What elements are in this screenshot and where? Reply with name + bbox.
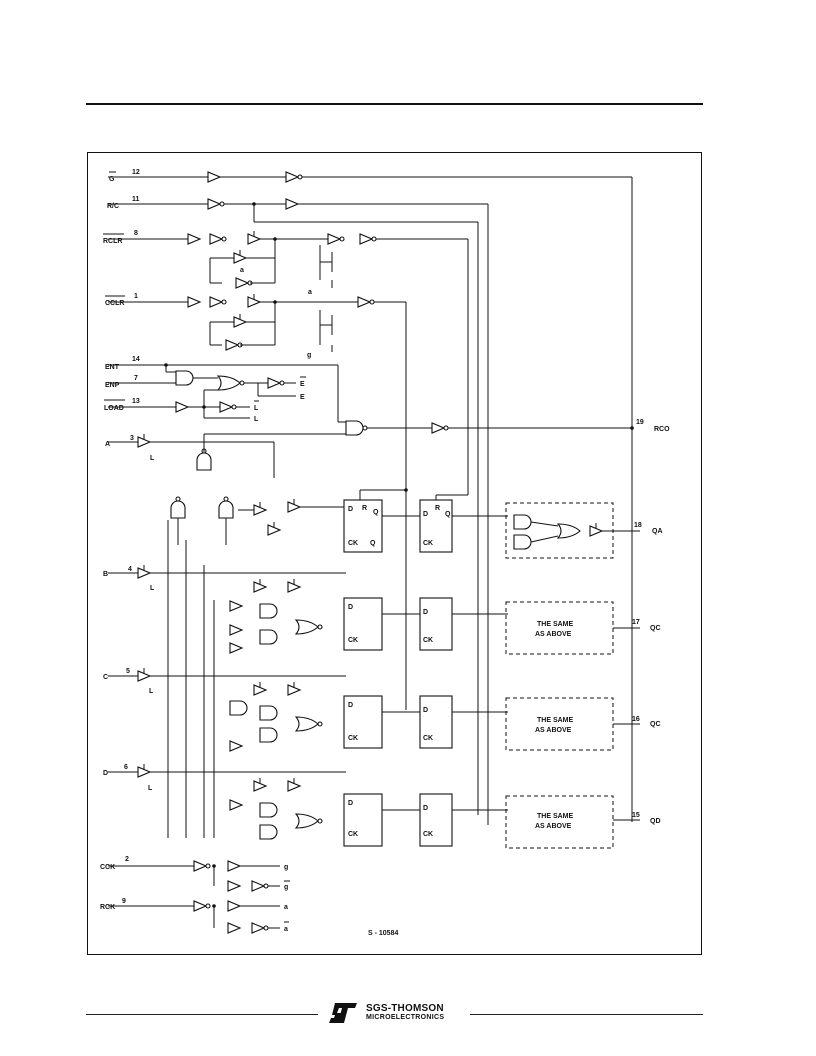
header-rule (86, 103, 703, 105)
ff-d1-d: D (348, 800, 353, 807)
same-c-line2: AS ABOVE (535, 727, 572, 734)
pin-name-cck: CCK (100, 864, 115, 871)
flip-flops (343, 489, 508, 847)
pin-num-a: 3 (130, 435, 134, 442)
same-b-line2: AS ABOVE (535, 631, 572, 638)
ff-b2-d: D (423, 609, 428, 616)
pin-num-rck: 9 (122, 898, 126, 905)
sig-a-rclr: a (240, 267, 244, 274)
sig-a-out: a (284, 904, 288, 911)
ff-d2-d: D (423, 805, 428, 812)
st-logo-icon (329, 1003, 357, 1023)
sig-e-label: E (300, 394, 305, 401)
brand-name: SGS-THOMSON (366, 1003, 444, 1014)
ff-a1-q: Q (373, 509, 379, 516)
ff-a2-ck: CK (423, 540, 433, 547)
sig-l-d: L (148, 785, 153, 792)
pin-name-enp: ENP (105, 382, 120, 389)
pin-num-rc: 11 (132, 196, 140, 203)
pin-name-c: C (103, 674, 108, 681)
sig-a-bar-out: a (284, 926, 288, 933)
pin-name-d: D (103, 770, 108, 777)
ff-c1-d: D (348, 702, 353, 709)
pin-rc-row (108, 198, 489, 825)
ff-b1-d: D (348, 604, 353, 611)
pin-num-rclr: 8 (134, 230, 138, 237)
pin-name-load: LOAD (104, 405, 124, 412)
same-d-line2: AS ABOVE (535, 823, 572, 830)
pin-name-a: A (105, 441, 110, 448)
junction-dots (164, 202, 634, 908)
clock-logic (108, 860, 280, 934)
ff-a1-d: D (348, 506, 353, 513)
sig-g-cclr: g (307, 352, 311, 359)
footer-rule-left (86, 1014, 318, 1015)
bit-slices-bcd (108, 520, 346, 840)
sig-l-bar-label: L (254, 405, 259, 412)
pin-num-c: 5 (126, 668, 130, 675)
ff-d2-ck: CK (423, 831, 433, 838)
sig-l-c: L (149, 688, 154, 695)
ff-c2-ck: CK (423, 735, 433, 742)
pin-num-d: 6 (124, 764, 128, 771)
pin-num-qa: 18 (634, 522, 642, 529)
pin-name-qd: QD (650, 818, 661, 825)
sig-g-bar-out: g (284, 884, 288, 891)
ff-d1-ck: CK (348, 831, 358, 838)
pin-name-rck: RCK (100, 904, 115, 911)
sig-e-bar-label: E (300, 381, 305, 388)
ff-a1-qbar: Q (370, 540, 376, 547)
same-c-line1: THE SAME (537, 717, 574, 724)
pin-num-b: 4 (128, 566, 132, 573)
pin-num-qb: 17 (632, 619, 640, 626)
pin-name-ent: ENT (105, 364, 120, 371)
pin-name-rco: RCO (654, 426, 670, 433)
pin-g-row (108, 171, 633, 530)
pin-name-qb: QC (650, 625, 661, 632)
pin-cclr-row (108, 293, 407, 710)
pin-name-rc: R/C (107, 203, 119, 210)
pin-num-qd: 15 (632, 812, 640, 819)
ff-a1-ck: CK (348, 540, 358, 547)
enable-logic (108, 364, 632, 436)
pin-name-cclr: CCLR (105, 300, 124, 307)
pin-num-rco: 19 (636, 419, 644, 426)
sig-l-b: L (150, 585, 155, 592)
pin-num-cclr: 1 (134, 293, 138, 300)
pin-name-qa: QA (652, 528, 663, 535)
sig-l-label: L (254, 416, 259, 423)
brand-subtitle: MICROELECTRONICS (366, 1014, 445, 1021)
drawing-code: S - 10584 (368, 930, 398, 937)
bit-slice-a (108, 433, 346, 545)
diagram-frame (87, 152, 702, 955)
ff-b2-ck: CK (423, 637, 433, 644)
sig-a-rclr2: a (308, 289, 312, 296)
pin-name-g: G (109, 176, 115, 183)
ff-a2-r: R (435, 505, 440, 512)
pin-name-qc: QC (650, 721, 661, 728)
footer-rule-right (470, 1014, 703, 1015)
pin-name-rclr: RCLR (103, 238, 122, 245)
ff-a1-r: R (362, 505, 367, 512)
ff-c1-ck: CK (348, 735, 358, 742)
pin-num-enp: 7 (134, 375, 138, 382)
output-blocks (505, 530, 640, 849)
pin-rclr-row (108, 230, 469, 495)
pin-num-ent: 14 (132, 356, 140, 363)
pin-num-qc: 16 (632, 716, 640, 723)
sig-l-a: L (150, 455, 155, 462)
ff-b1-ck: CK (348, 637, 358, 644)
pin-num-cck: 2 (125, 856, 129, 863)
ff-a2-d: D (423, 511, 428, 518)
pin-num-g: 12 (132, 169, 140, 176)
ff-a2-q: Q (445, 511, 451, 518)
same-b-line1: THE SAME (537, 621, 574, 628)
sig-g-out: g (284, 864, 288, 871)
ff-c2-d: D (423, 707, 428, 714)
output-mux-a (505, 502, 640, 559)
pin-name-b: B (103, 571, 108, 578)
pin-num-load: 13 (132, 398, 140, 405)
same-d-line1: THE SAME (537, 813, 574, 820)
